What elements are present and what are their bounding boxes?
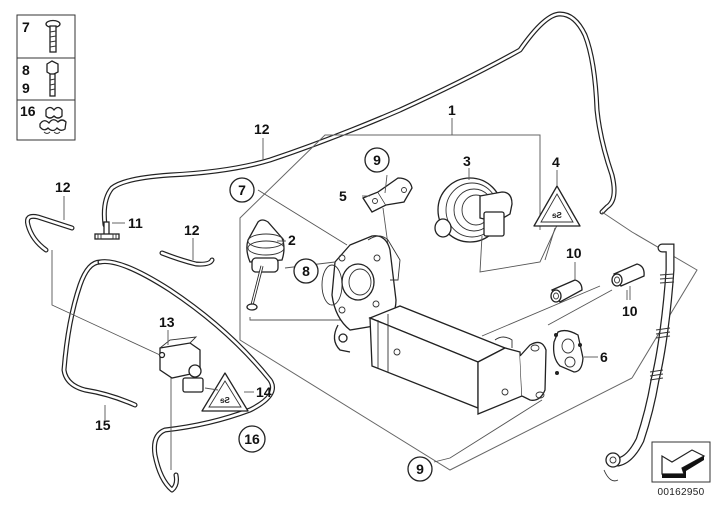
svg-text:16: 16	[244, 431, 260, 447]
egr-housing	[321, 235, 401, 353]
exhaust-pipe-right	[603, 243, 675, 482]
vacuum-hose-left	[25, 213, 75, 253]
legend-label-8: 8	[22, 62, 30, 78]
vacuum-hose-long	[101, 11, 617, 228]
hex-bolt-icon	[46, 60, 59, 97]
svg-text:8: 8	[302, 263, 310, 279]
circled-callout-7: 7	[229, 177, 255, 203]
callout-14: 14	[256, 384, 272, 400]
vacuum-hose-16	[97, 259, 275, 493]
legend-label-9: 9	[22, 80, 30, 96]
legend-label-16: 16	[20, 103, 36, 119]
svg-text:7: 7	[238, 182, 246, 198]
callout-3: 3	[463, 153, 471, 169]
warning-label-14: ᵴƧ	[201, 372, 254, 412]
hose-clamp-icon	[39, 106, 67, 134]
vacuum-actuator	[246, 219, 350, 321]
egr-cooler	[368, 285, 613, 415]
callout-15: 15	[95, 417, 111, 433]
circled-callout-9-lower: 9	[407, 456, 433, 482]
callout-11: 11	[128, 215, 143, 231]
callout-5: 5	[339, 188, 347, 204]
circled-callout-16: 16	[238, 425, 266, 453]
callout-1: 1	[448, 102, 456, 118]
flange-bolt-icon	[45, 19, 61, 53]
callout-13: 13	[159, 314, 175, 330]
callout-12-top: 12	[254, 121, 270, 137]
callout-10-upper: 10	[566, 245, 582, 261]
diagram-reference-number: 00162950	[658, 487, 705, 498]
sleeve-left	[550, 279, 583, 303]
view-direction-icon: 00162950	[651, 441, 711, 498]
legend-label-7: 7	[22, 19, 30, 35]
svg-text:9: 9	[416, 461, 424, 477]
hot-surface-icon: ᵴƧ	[552, 211, 562, 220]
warning-label-4: ᵴƧ	[533, 170, 581, 261]
callout-6: 6	[600, 349, 608, 365]
vacuum-hose-15	[61, 259, 138, 408]
callout-4: 4	[552, 154, 560, 170]
fastener-legend: 7 8 9 16	[16, 14, 76, 141]
svg-text:9: 9	[373, 152, 381, 168]
gasket	[552, 329, 598, 375]
assembly-frame	[239, 118, 698, 471]
sleeve-right	[611, 263, 645, 287]
mounting-bracket	[362, 177, 413, 246]
circled-callout-8: 8	[293, 258, 319, 284]
callout-2: 2	[288, 232, 296, 248]
t-connector	[94, 221, 120, 240]
circled-callout-9-upper: 9	[364, 147, 390, 173]
callout-10-lower: 10	[622, 303, 638, 319]
callout-12-left: 12	[55, 179, 71, 195]
egr-valve	[434, 177, 566, 273]
callout-12-right: 12	[184, 222, 200, 238]
vacuum-hose-right	[159, 250, 215, 267]
pressure-converter-solenoid	[158, 330, 204, 470]
legend-frame	[16, 14, 76, 141]
hot-surface-icon: ᵴƧ	[220, 396, 230, 405]
